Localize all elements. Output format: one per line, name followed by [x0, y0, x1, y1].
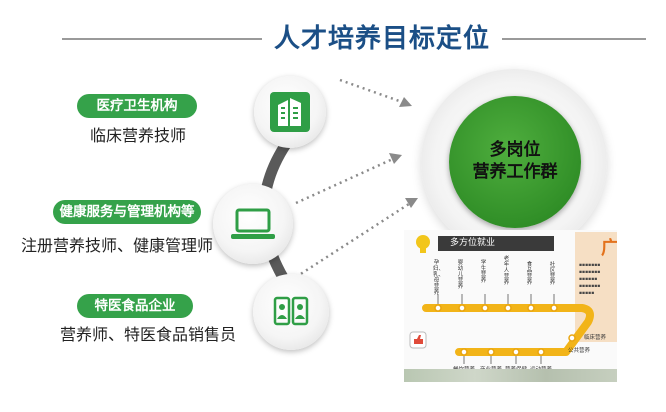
dotted-arrow-1 [339, 78, 406, 105]
map-side-char: 广 [601, 238, 617, 259]
people-cards-icon [273, 296, 309, 326]
role-food-enterprise: 营养师、特医食品销售员 [60, 325, 237, 344]
icon-circle-medical [254, 76, 326, 148]
map-stop-1: 婴幼儿营养 [457, 260, 464, 290]
org-pill-medical: 医疗卫生机构 [77, 94, 197, 118]
thumb-icon [414, 335, 423, 344]
employment-map: 多方位就业 广 ▪▪▪▪▪▪▪▪▪▪▪▪▪▪▪▪▪▪▪▪▪▪▪▪▪▪▪▪▪▪▪▪… [404, 230, 617, 382]
org-pill-food-enterprise: 特医食品企业 [77, 294, 193, 318]
map-side-text: ▪▪▪▪▪▪▪▪▪▪▪▪▪▪▪▪▪▪▪▪▪▪▪▪▪▪▪▪▪▪▪▪ [579, 263, 601, 296]
title-line-right [492, 38, 646, 40]
metro-lines [409, 294, 594, 364]
laptop-icon [231, 208, 275, 239]
role-medical: 临床营养技师 [90, 126, 187, 145]
bulb-icon [416, 235, 430, 253]
role-health-service: 注册营养技师、健康管理师 [21, 236, 214, 255]
map-stop-public: 公共营养 [568, 348, 591, 354]
center-line-1: 多岗位 [489, 140, 541, 160]
icon-circle-food-enterprise [253, 274, 329, 350]
arrow-head-3 [405, 198, 418, 208]
building-icon [270, 92, 310, 132]
map-photo-strip [404, 369, 617, 382]
center-core [449, 96, 581, 228]
arrow-head-1 [399, 97, 412, 107]
map-stop-2: 学生营养 [480, 260, 487, 284]
arrow-head-2 [389, 153, 402, 164]
map-stop-3: 老年人营养 [503, 256, 510, 286]
map-stop-4: 食品营养 [526, 262, 533, 286]
page-title: 人才培养目标定位 [262, 18, 502, 55]
map-stop-0: 孕妇、乳、母营养 [433, 260, 445, 296]
map-stop-clinical: 临床营养 [584, 335, 607, 341]
map-title: 多方位就业 [438, 236, 554, 251]
dotted-arrow-3 [295, 200, 413, 279]
title-line-left [62, 38, 272, 40]
dotted-arrow-2 [295, 156, 396, 205]
center-line-2: 营养工作群 [472, 162, 558, 182]
org-pill-health-service: 健康服务与管理机构等 [53, 200, 201, 224]
icon-circle-health-service [213, 184, 293, 264]
map-stop-5: 社区营养 [549, 262, 556, 286]
